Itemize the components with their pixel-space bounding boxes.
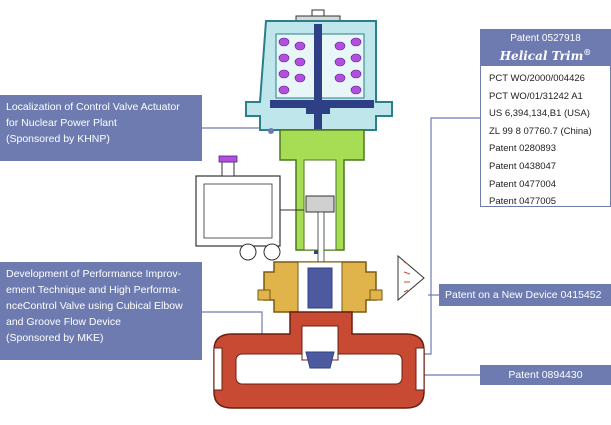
patent-list-item: Patent 0477005 <box>489 196 557 208</box>
bonnet-studs <box>257 289 383 301</box>
actuator-springs <box>278 37 362 95</box>
callout-line: for Nuclear Power Plant <box>6 117 117 129</box>
callout-line: ement Technique and High Performa- <box>6 284 181 296</box>
patent-box-number: Patent 0527918 <box>510 33 581 44</box>
helical-trim-title-text: Helical Trim <box>499 49 584 63</box>
callout-line: (Sponsored by MKE) <box>6 332 104 344</box>
patent-list: PCT WO/2000/004426 PCT WO/01/31242 A1 US… <box>481 66 610 211</box>
patent-list-item: US 6,394,134,B1 (USA) <box>489 108 590 120</box>
top-nut <box>295 9 341 22</box>
callout-patent-0894430: Patent 0894430 <box>480 365 611 385</box>
callout-line: (Sponsored by KHNP) <box>6 133 110 145</box>
callout-line: nceControl Valve using Cubical Elbow <box>6 300 183 312</box>
khnp-pointer-dot <box>268 128 274 134</box>
callout-khnp-project: Localization of Control Valve Actuator f… <box>0 95 202 161</box>
positioner <box>195 155 304 261</box>
patent-list-item: ZL 99 8 07760.7 (China) <box>489 125 592 137</box>
callout-mke-project: Development of Performance Improv- ement… <box>0 262 202 360</box>
bonnet <box>263 261 377 313</box>
helical-trim-patent-box: Patent 0527918 Helical Trim® PCT WO/2000… <box>480 29 611 207</box>
callout-line: Development of Performance Improv- <box>6 268 182 280</box>
valve-body <box>213 311 425 409</box>
patent-list-item: PCT WO/01/31242 A1 <box>489 90 583 102</box>
callout-line: Localization of Control Valve Actuator <box>6 101 180 113</box>
patent-box-header: Patent 0527918 Helical Trim® <box>481 30 610 66</box>
registered-mark: ® <box>583 47 592 57</box>
patent-list-item: Patent 0280893 <box>489 143 557 155</box>
patent-list-item: Patent 0438047 <box>489 160 557 172</box>
callout-line: and Groove Flow Device <box>6 316 121 328</box>
helical-trim-title: Helical Trim® <box>481 45 610 63</box>
patent-list-item: Patent 0477004 <box>489 178 557 190</box>
callout-new-device-patent: Patent on a New Device 0415452 <box>439 284 611 306</box>
flow-gauge <box>397 254 425 302</box>
patent-list-item: PCT WO/2000/004426 <box>489 73 585 84</box>
